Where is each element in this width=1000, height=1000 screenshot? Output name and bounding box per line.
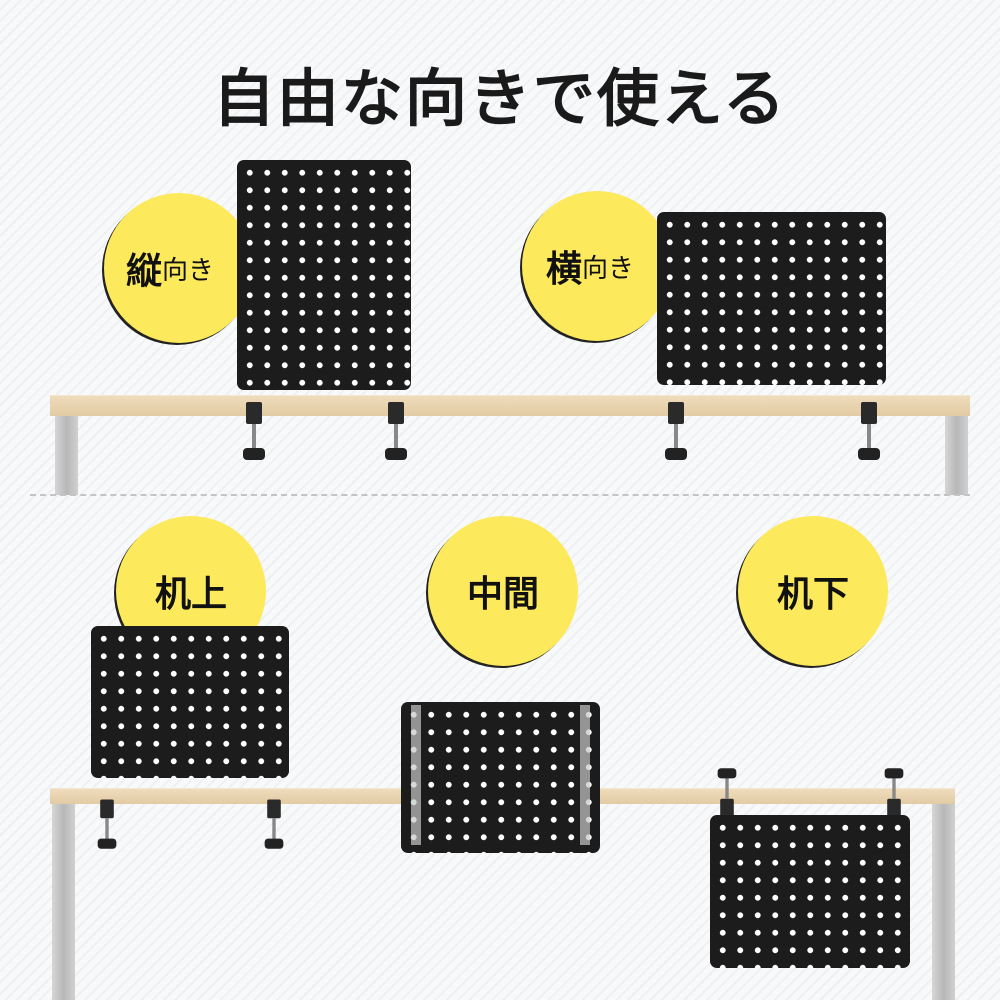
clamp-icon [97, 799, 117, 851]
pegboard-on-desk [91, 626, 289, 778]
desk-leg [55, 412, 78, 495]
badge-sub: 向き [582, 253, 635, 284]
badge-under-desk: 机下 [738, 516, 888, 666]
badge-label: 中間 [466, 574, 539, 615]
pegboard-vertical [237, 160, 411, 390]
pegboard-horizontal [657, 212, 886, 385]
badge-label: 机下 [776, 574, 849, 615]
badge-horizontal: 横 向き [522, 191, 672, 341]
desk-leg [945, 412, 968, 495]
clamp-icon [665, 402, 687, 462]
page-title: 自由な向きで使える [212, 62, 788, 135]
desk-leg [932, 800, 955, 1000]
clamp-icon [385, 402, 407, 462]
clamp-icon [858, 402, 880, 462]
desk-leg [52, 800, 75, 1000]
bracket [580, 705, 590, 845]
clamp-icon [717, 767, 737, 818]
badge-sub: 向き [162, 255, 215, 286]
desk-top [50, 395, 970, 416]
pegboard-middle [401, 702, 600, 853]
clamp-icon [243, 402, 265, 462]
bracket [411, 705, 421, 845]
clamp-icon [884, 767, 904, 818]
badge-middle: 中間 [428, 516, 578, 666]
badge-label: 机上 [154, 574, 227, 615]
clamp-icon [264, 799, 284, 851]
badge-main: 縦 [126, 251, 163, 292]
pegboard-under-desk [710, 815, 910, 968]
badge-vertical: 縦 向き [104, 193, 254, 343]
badge-main: 横 [546, 249, 583, 290]
section-divider [30, 494, 970, 496]
